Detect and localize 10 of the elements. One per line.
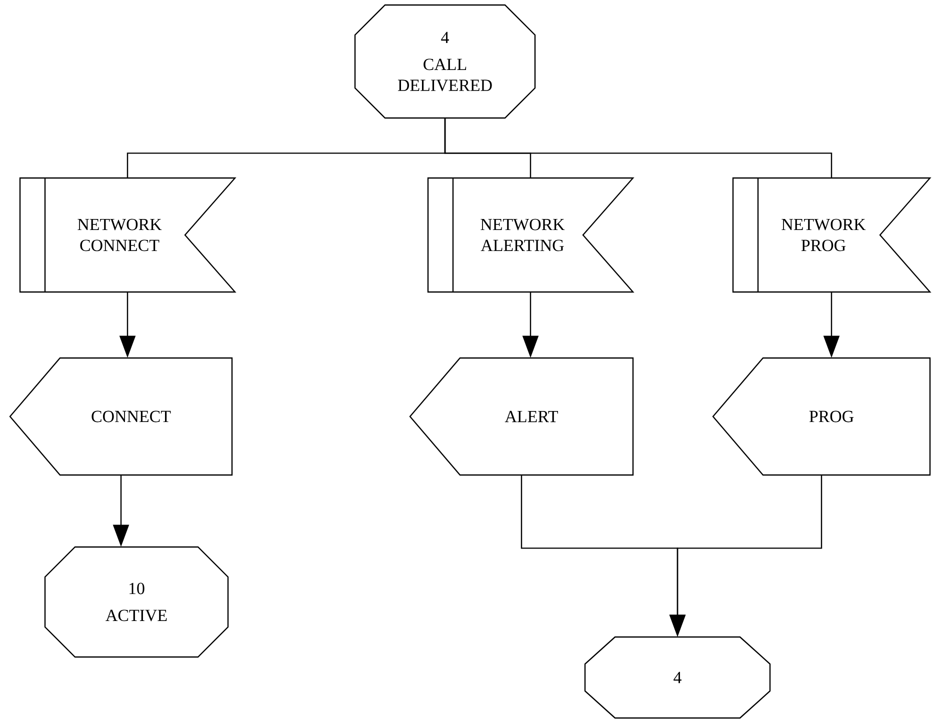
- input-signal-box: NETWORK CONNECT: [19, 177, 236, 293]
- input-signal-box: NETWORK ALERTING: [427, 177, 634, 293]
- output-signal-box: CONNECT: [9, 357, 233, 476]
- output-signal-box: PROG: [712, 357, 931, 476]
- input-signal-box: NETWORK PROG: [732, 177, 932, 293]
- connector-line: [444, 118, 832, 178]
- state-octagon: 4 CALL DELIVERED: [354, 4, 536, 119]
- state-octagon: 10 ACTIVE: [44, 546, 229, 658]
- state-octagon: 4: [584, 636, 771, 719]
- output-signal-box: ALERT: [409, 357, 634, 476]
